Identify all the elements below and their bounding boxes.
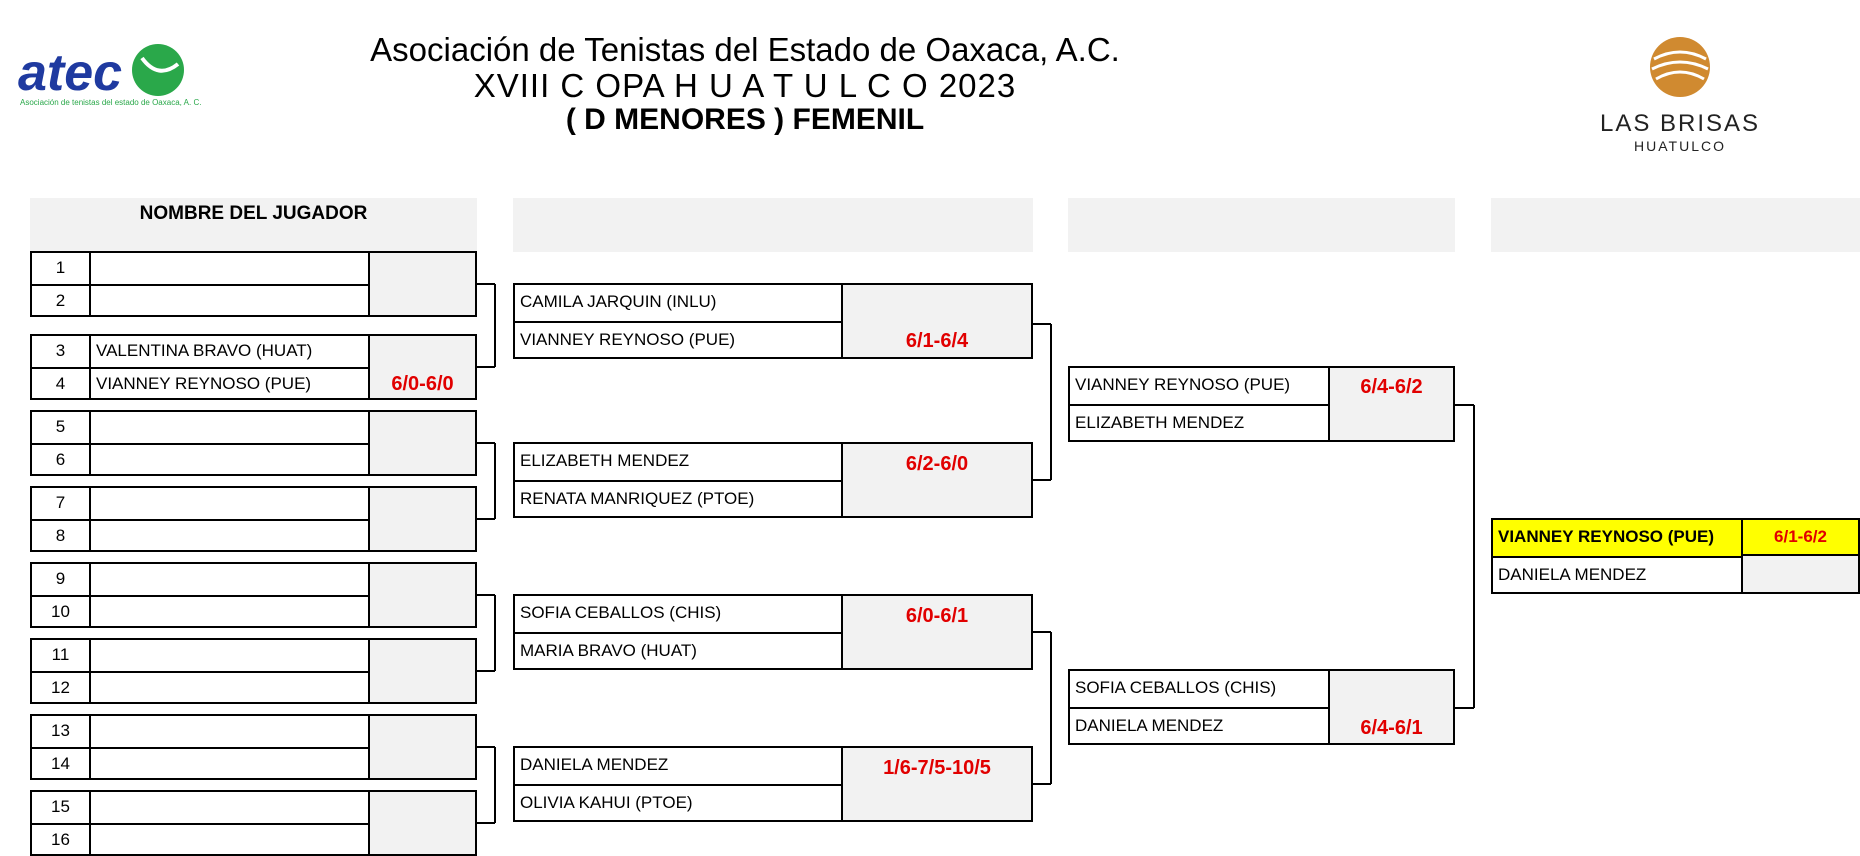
seed-number: 10 — [30, 595, 91, 628]
seed-number: 7 — [30, 486, 91, 519]
seed-number: 1 — [30, 251, 91, 284]
bracket-connector — [1050, 324, 1052, 480]
round3-player-name: DANIELA MENDEZ — [1068, 707, 1330, 745]
round2-player-name: DANIELA MENDEZ — [513, 746, 843, 784]
round1-score: 6/0-6/0 — [370, 334, 477, 400]
round2-score: 1/6-7/5-10/5 — [843, 746, 1033, 822]
round1-score — [370, 251, 477, 317]
column-header-player-name: NOMBRE DEL JUGADOR — [30, 198, 477, 252]
seed-number: 4 — [30, 367, 91, 400]
round3-player-name: VIANNEY REYNOSO (PUE) — [1068, 366, 1330, 404]
round2-score: 6/2-6/0 — [843, 442, 1033, 518]
round3-player-name: SOFIA CEBALLOS (CHIS) — [1068, 669, 1330, 707]
seed-number: 6 — [30, 443, 91, 476]
round3-score: 6/4-6/2 — [1330, 366, 1455, 442]
bracket-connector — [477, 594, 495, 596]
round2-player-name: CAMILA JARQUIN (INLU) — [513, 283, 843, 321]
bracket-connector — [1050, 632, 1052, 784]
bracket-connector — [477, 283, 495, 285]
round2-score: 6/1-6/4 — [843, 283, 1033, 359]
association-title: Asociación de Tenistas del Estado de Oax… — [370, 31, 1120, 68]
final-player-1: VIANNEY REYNOSO (PUE) — [1491, 518, 1743, 556]
bracket-connector — [494, 443, 496, 519]
round1-player-name — [91, 595, 370, 628]
round1-score — [370, 714, 477, 780]
bracket-connector — [1455, 707, 1474, 709]
seed-number: 11 — [30, 638, 91, 671]
bracket-connector — [1033, 479, 1051, 481]
atec-logo: atec Asociación de tenistas del estado d… — [18, 40, 202, 115]
seed-number: 15 — [30, 790, 91, 823]
round1-player-name — [91, 251, 370, 284]
tournament-title: XVIII C OPA H U A T U L C O 2023 — [473, 67, 1017, 104]
round3-player-name: ELIZABETH MENDEZ — [1068, 404, 1330, 442]
seed-number: 13 — [30, 714, 91, 747]
seed-number: 9 — [30, 562, 91, 595]
bracket-connector — [477, 366, 495, 368]
round2-header — [513, 198, 1033, 252]
round2-player-name: VIANNEY REYNOSO (PUE) — [513, 321, 843, 359]
round2-player-name: ELIZABETH MENDEZ — [513, 442, 843, 480]
round1-player-name — [91, 486, 370, 519]
round1-player-name — [91, 671, 370, 704]
atec-subtitle: Asociación de tenistas del estado de Oax… — [20, 98, 202, 107]
bracket-connector — [1033, 323, 1051, 325]
round1-score — [370, 562, 477, 628]
round1-score — [370, 790, 477, 856]
atec-logo-icon: atec — [18, 44, 184, 102]
seed-number: 14 — [30, 747, 91, 780]
final-score-box — [1743, 556, 1860, 594]
round1-player-name — [91, 284, 370, 317]
round1-score — [370, 486, 477, 552]
round1-score — [370, 410, 477, 476]
round1-player-name — [91, 638, 370, 671]
round2-player-name: RENATA MANRIQUEZ (PTOE) — [513, 480, 843, 518]
brisas-sub-text: HUATULCO — [1634, 138, 1726, 154]
final-player-2: DANIELA MENDEZ — [1491, 556, 1743, 594]
round1-player-name — [91, 714, 370, 747]
final-header — [1491, 198, 1860, 252]
round1-player-name — [91, 410, 370, 443]
round1-player-name — [91, 519, 370, 552]
bracket-connector — [1033, 783, 1051, 785]
bracket-connector — [1473, 405, 1475, 708]
round1-player-name — [91, 562, 370, 595]
bracket-connector — [494, 284, 496, 367]
bracket-connector — [477, 670, 495, 672]
round1-player-name — [91, 823, 370, 856]
round2-score: 6/0-6/1 — [843, 594, 1033, 670]
round3-score: 6/4-6/1 — [1330, 669, 1455, 745]
bracket-connector — [477, 746, 495, 748]
bracket-connector — [494, 747, 496, 823]
round1-player-name — [91, 443, 370, 476]
svg-text:atec: atec — [18, 44, 122, 102]
bracket-connector — [1033, 631, 1051, 633]
category-title: ( D MENORES ) FEMENIL — [565, 103, 925, 136]
bracket-connector — [1455, 404, 1474, 406]
bracket-connector — [494, 595, 496, 671]
round2-player-name: MARIA BRAVO (HUAT) — [513, 632, 843, 670]
bracket-connector — [477, 442, 495, 444]
round1-player-name — [91, 790, 370, 823]
round1-player-name: VIANNEY REYNOSO (PUE) — [91, 367, 370, 400]
brisas-main-text: LAS BRISAS — [1599, 110, 1761, 137]
round3-header — [1068, 198, 1455, 252]
round2-player-name: SOFIA CEBALLOS (CHIS) — [513, 594, 843, 632]
seed-number: 5 — [30, 410, 91, 443]
final-score: 6/1-6/2 — [1743, 518, 1860, 556]
round1-player-name: VALENTINA BRAVO (HUAT) — [91, 334, 370, 367]
round1-score — [370, 638, 477, 704]
seed-number: 8 — [30, 519, 91, 552]
seed-number: 2 — [30, 284, 91, 317]
seed-number: 12 — [30, 671, 91, 704]
bracket-connector — [477, 822, 495, 824]
round1-player-name — [91, 747, 370, 780]
las-brisas-logo: LAS BRISAS HUATULCO — [1590, 35, 1770, 154]
round2-player-name: OLIVIA KAHUI (PTOE) — [513, 784, 843, 822]
bracket-connector — [477, 518, 495, 520]
brisas-emblem-icon — [1650, 37, 1710, 97]
seed-number: 3 — [30, 334, 91, 367]
seed-number: 16 — [30, 823, 91, 856]
